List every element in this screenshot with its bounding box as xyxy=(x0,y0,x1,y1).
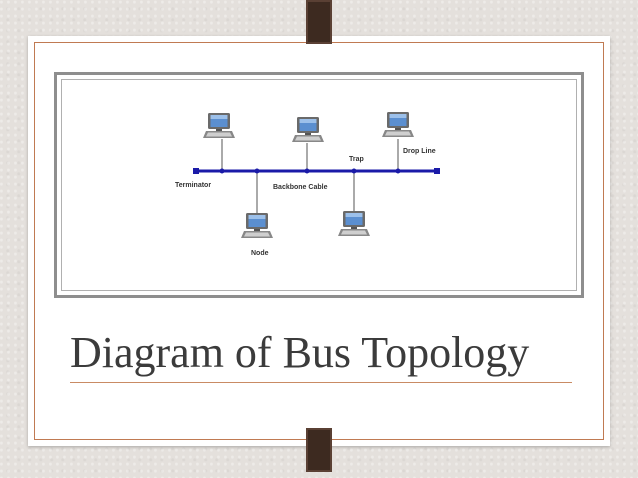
bottom-binder-clip xyxy=(306,428,332,472)
diagram-inner-border xyxy=(61,79,577,291)
computer-node-1 xyxy=(203,113,235,138)
label-node: Node xyxy=(251,250,269,257)
tap-4 xyxy=(254,168,260,174)
label-terminator: Terminator xyxy=(175,182,211,189)
tap-5 xyxy=(351,168,357,174)
tap-2 xyxy=(304,168,310,174)
label-backbone-cable: Backbone Cable xyxy=(273,184,328,191)
computer-node-2 xyxy=(292,117,324,142)
diagram-frame: Terminator Backbone Cable Trap Drop Line… xyxy=(54,72,584,298)
computer-node-3 xyxy=(382,112,414,137)
label-trap: Trap xyxy=(349,156,364,163)
tap-1 xyxy=(219,168,225,174)
title-underline xyxy=(70,382,572,383)
terminator-right xyxy=(434,168,440,174)
top-binder-clip xyxy=(306,0,332,44)
bus-topology-diagram: Terminator Backbone Cable Trap Drop Line… xyxy=(175,112,440,257)
tap-3 xyxy=(395,168,401,174)
computer-node-5 xyxy=(338,211,370,236)
terminator-left xyxy=(193,168,199,174)
label-drop-line: Drop Line xyxy=(403,148,436,155)
slide-title: Diagram of Bus Topology xyxy=(70,328,530,377)
computer-node-4 xyxy=(241,213,273,238)
